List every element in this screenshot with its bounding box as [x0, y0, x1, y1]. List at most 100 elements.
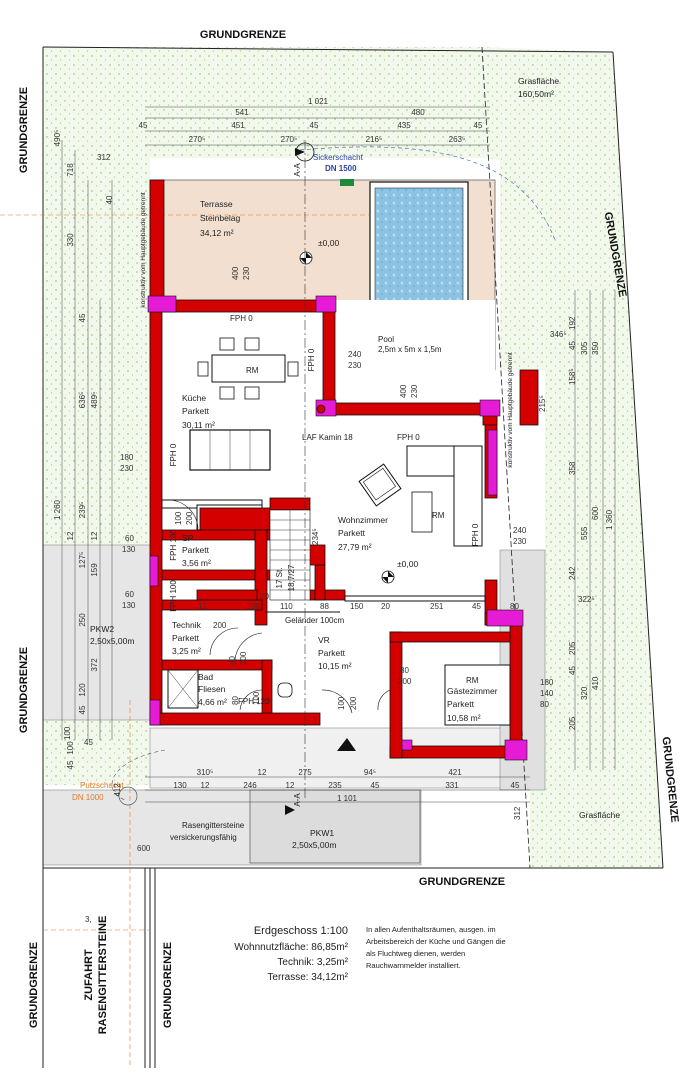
smoke-detector-note-3: als Fluchtweg dienen, werden	[366, 949, 465, 958]
dim-misc: 60	[125, 534, 134, 543]
dim-misc: 100	[63, 726, 72, 740]
dim-misc: 200	[398, 677, 412, 686]
shower	[167, 669, 199, 709]
dim-misc: 200	[185, 511, 194, 525]
pkw2-name: PKW2	[90, 624, 114, 634]
dim-bottom-b-0: 130	[173, 781, 187, 790]
boundary-label-left-upper: GRUNDGRENZE	[18, 87, 30, 173]
dim-misc: 230	[513, 537, 527, 546]
dim-top-b: 480	[411, 108, 425, 117]
dim-misc: 600	[591, 506, 600, 520]
fph-kitchen-top: FPH 0	[230, 314, 253, 323]
dim-misc: 200	[213, 621, 227, 630]
dim-misc: 200	[239, 651, 248, 665]
dim-bottom-a-1: 12	[258, 768, 267, 777]
dim-misc: 312	[97, 153, 111, 162]
dim-misc: 205	[568, 716, 577, 730]
pool-name: Pool	[378, 335, 394, 344]
section-label-bottom: A-A	[293, 793, 302, 807]
dim-misc: 80	[510, 602, 519, 611]
dim-misc: 80	[540, 700, 549, 709]
entrance-arrow	[337, 738, 356, 751]
dim-misc: 251	[430, 602, 444, 611]
dim-left-outer-2: 1 260	[53, 499, 62, 520]
pkw1-size: 2,50x5,00m	[292, 840, 336, 850]
dim-left-mid-1: 636⁵	[78, 392, 87, 409]
living-rm: RM	[432, 511, 445, 520]
misc-dimensions: 312 180 230 60 130 60 130 12 138 110 88 …	[63, 153, 614, 853]
bad-name: Bad	[198, 672, 213, 682]
dim-misc: 100	[337, 696, 346, 710]
dim-misc: 230	[242, 266, 251, 280]
dim-left-outer-0: 490⁵	[53, 130, 62, 147]
dim-misc: 230	[348, 361, 362, 370]
dim-left-small-4: 45	[66, 760, 75, 769]
dim-left-small-1: 12	[66, 531, 75, 540]
dim-left-mid-2: 239⁵	[78, 502, 87, 519]
bad-area: 4,66 m²	[198, 697, 227, 707]
seepage-shaft-cover	[340, 179, 354, 186]
terrace-name: Terrasse	[200, 199, 233, 209]
dim-bottom-b-2: 246	[243, 781, 257, 790]
drain-line	[299, 146, 556, 241]
smoke-detector-note-1: In allen Aufenthaltsräumen, ausgen. im	[366, 925, 496, 934]
dim-left-small-2: 12	[90, 531, 99, 540]
section-label-top: A-A	[293, 163, 302, 177]
cleanout-shaft	[118, 786, 138, 806]
dim-misc: 110	[280, 602, 293, 611]
dim-misc: 205	[568, 641, 577, 655]
dim-misc: 1 360	[605, 509, 614, 530]
sp-area: 3,56 m²	[182, 558, 211, 568]
dining-table	[197, 337, 299, 400]
dim-bottom-a-4: 421	[448, 768, 462, 777]
dim-misc: 60	[125, 590, 134, 599]
fph-bad: FPH 120	[238, 697, 270, 706]
living-name: Wohnzimmer	[338, 515, 388, 525]
dim-misc: 305	[580, 341, 589, 355]
dim-misc: 215⁵	[538, 395, 547, 412]
dim-misc: 138	[247, 602, 261, 611]
vr-name: VR	[318, 635, 330, 645]
railing-label: Geländer 100cm	[285, 616, 344, 625]
drain-line	[111, 749, 166, 801]
dim-misc: 230	[120, 464, 134, 473]
kitchen-rm: RM	[246, 366, 259, 375]
dim-misc: 12	[198, 602, 207, 611]
grass-pavers-label: Rasengittersteine	[182, 821, 245, 830]
dim-bottom-a-0: 310⁵	[197, 768, 214, 777]
dim-misc: 200	[349, 696, 358, 710]
dim-misc: 242	[568, 566, 577, 580]
kitchen-material: Parkett	[182, 406, 210, 416]
dim-bottom-a-2: 275	[298, 768, 312, 777]
dim-left-small-0: 40	[105, 195, 114, 204]
cleanout-shaft-name: Putzschacht	[80, 781, 124, 790]
dim-misc: 158⁵	[568, 368, 577, 385]
dim-bottom-b-4: 235	[328, 781, 342, 790]
dim-row2-0: 45	[139, 121, 148, 130]
section-marker	[285, 140, 315, 815]
sp-name: SP	[182, 533, 194, 543]
drawing-title: Erdgeschoss 1:100	[254, 925, 348, 937]
lawn-area: 160,50m²	[518, 89, 554, 99]
dim-misc: 20	[260, 592, 269, 601]
armchair	[358, 463, 402, 507]
dim-misc: 80	[400, 666, 409, 675]
dim-left-mid-0: 330	[66, 233, 75, 247]
dim-misc: 150	[350, 602, 364, 611]
dim-bottom-b-3: 12	[286, 781, 295, 790]
access-label-line2: RASENGITTERSTEINE	[97, 916, 109, 1035]
dim-misc: 88	[320, 602, 329, 611]
separated-note-right: konstruktiv vom Hauptgebäude getrennt	[507, 352, 514, 467]
access-label-line1: ZUFAHRT	[83, 949, 95, 1001]
dim-misc: 45	[84, 738, 93, 747]
dim-misc: 400	[399, 384, 408, 398]
paved-area	[42, 544, 546, 866]
vr-area: 10,15 m²	[318, 661, 352, 671]
dim-misc: 20	[381, 602, 390, 611]
lawn-label: Grasfläche	[518, 76, 559, 86]
cleanout-shaft-size: DN 1000	[72, 793, 104, 802]
boundary-label-top: GRUNDGRENZE	[200, 29, 286, 41]
dim-left-inner-4: 120	[78, 683, 87, 697]
dim-misc: 45	[568, 666, 577, 675]
